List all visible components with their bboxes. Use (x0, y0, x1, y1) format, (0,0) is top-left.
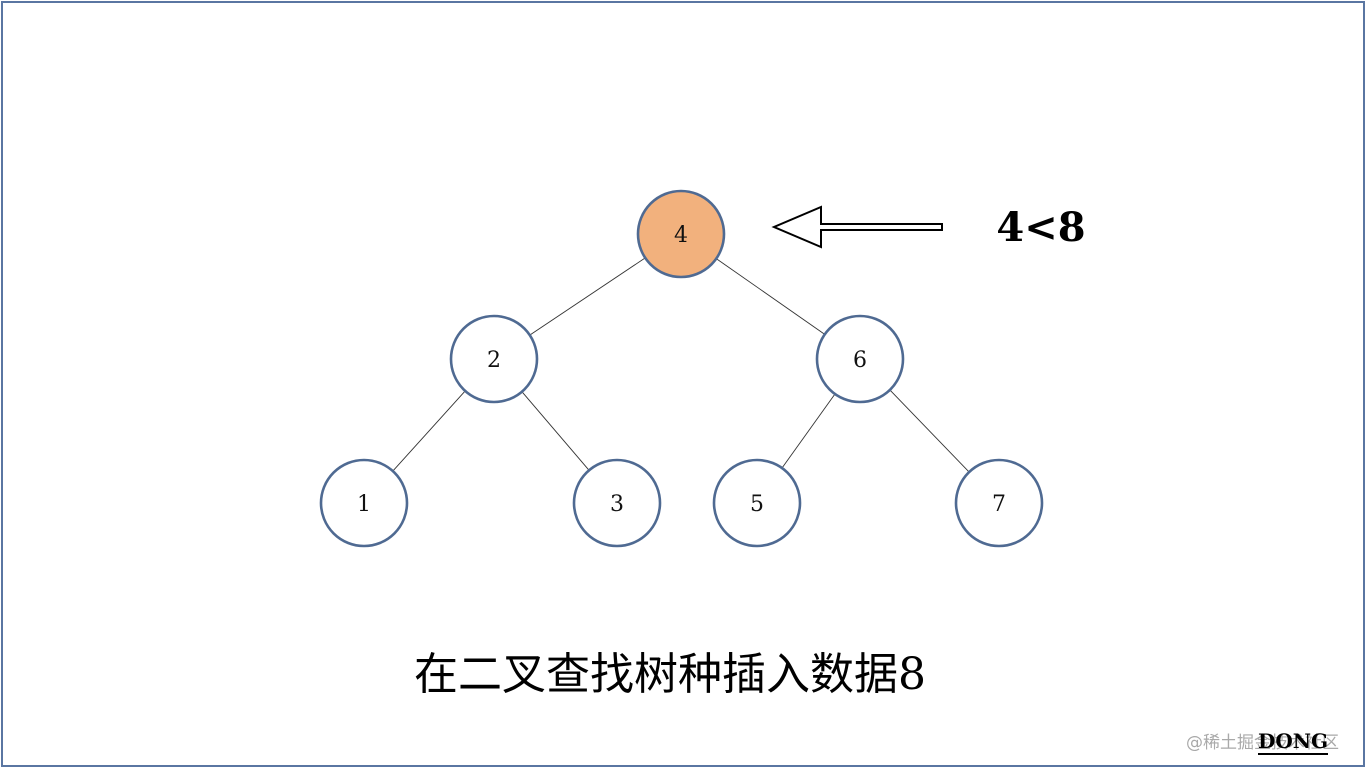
source-watermark: @稀土掘金技术社区 (1186, 733, 1339, 753)
tree-node-circle (319, 458, 409, 548)
tree-node-circle (712, 458, 802, 548)
tree-edge-n6-n7 (889, 389, 970, 473)
tree-node-1: 1 (319, 458, 409, 548)
tree-edges (392, 257, 970, 473)
tree-node-label: 3 (610, 492, 624, 517)
tree-edge-n2-n1 (392, 390, 466, 472)
tree-edge-n4-n6 (715, 258, 826, 335)
tree-node-label: 4 (674, 223, 688, 248)
tree-node-label: 7 (992, 492, 1006, 517)
tree-node-5: 5 (712, 458, 802, 548)
comparison-label: 4<8 (996, 204, 1085, 251)
tree-nodes: 4 2 6 1 3 5 7 (319, 189, 1044, 548)
tree-node-label: 2 (487, 348, 501, 373)
tree-node-circle (572, 458, 662, 548)
tree-node-circle (815, 314, 905, 404)
diagram-caption: 在二叉查找树种插入数据8 (414, 649, 926, 700)
tree-edge-n2-n3 (521, 391, 590, 471)
brand-logo: DONG (1258, 729, 1329, 755)
pointer-arrow-icon (771, 205, 943, 249)
tree-node-6: 6 (815, 314, 905, 404)
tree-node-circle (636, 189, 726, 279)
tree-node-3: 3 (572, 458, 662, 548)
tree-edge-n6-n5 (781, 393, 836, 469)
tree-node-4: 4 (636, 189, 726, 279)
tree-node-label: 1 (357, 492, 371, 517)
tree-node-label: 6 (853, 348, 867, 373)
tree-node-2: 2 (449, 314, 539, 404)
tree-node-7: 7 (954, 458, 1044, 548)
tree-node-label: 5 (750, 492, 764, 517)
tree-edge-n4-n2 (529, 257, 646, 336)
tree-node-circle (449, 314, 539, 404)
tree-node-circle (954, 458, 1044, 548)
